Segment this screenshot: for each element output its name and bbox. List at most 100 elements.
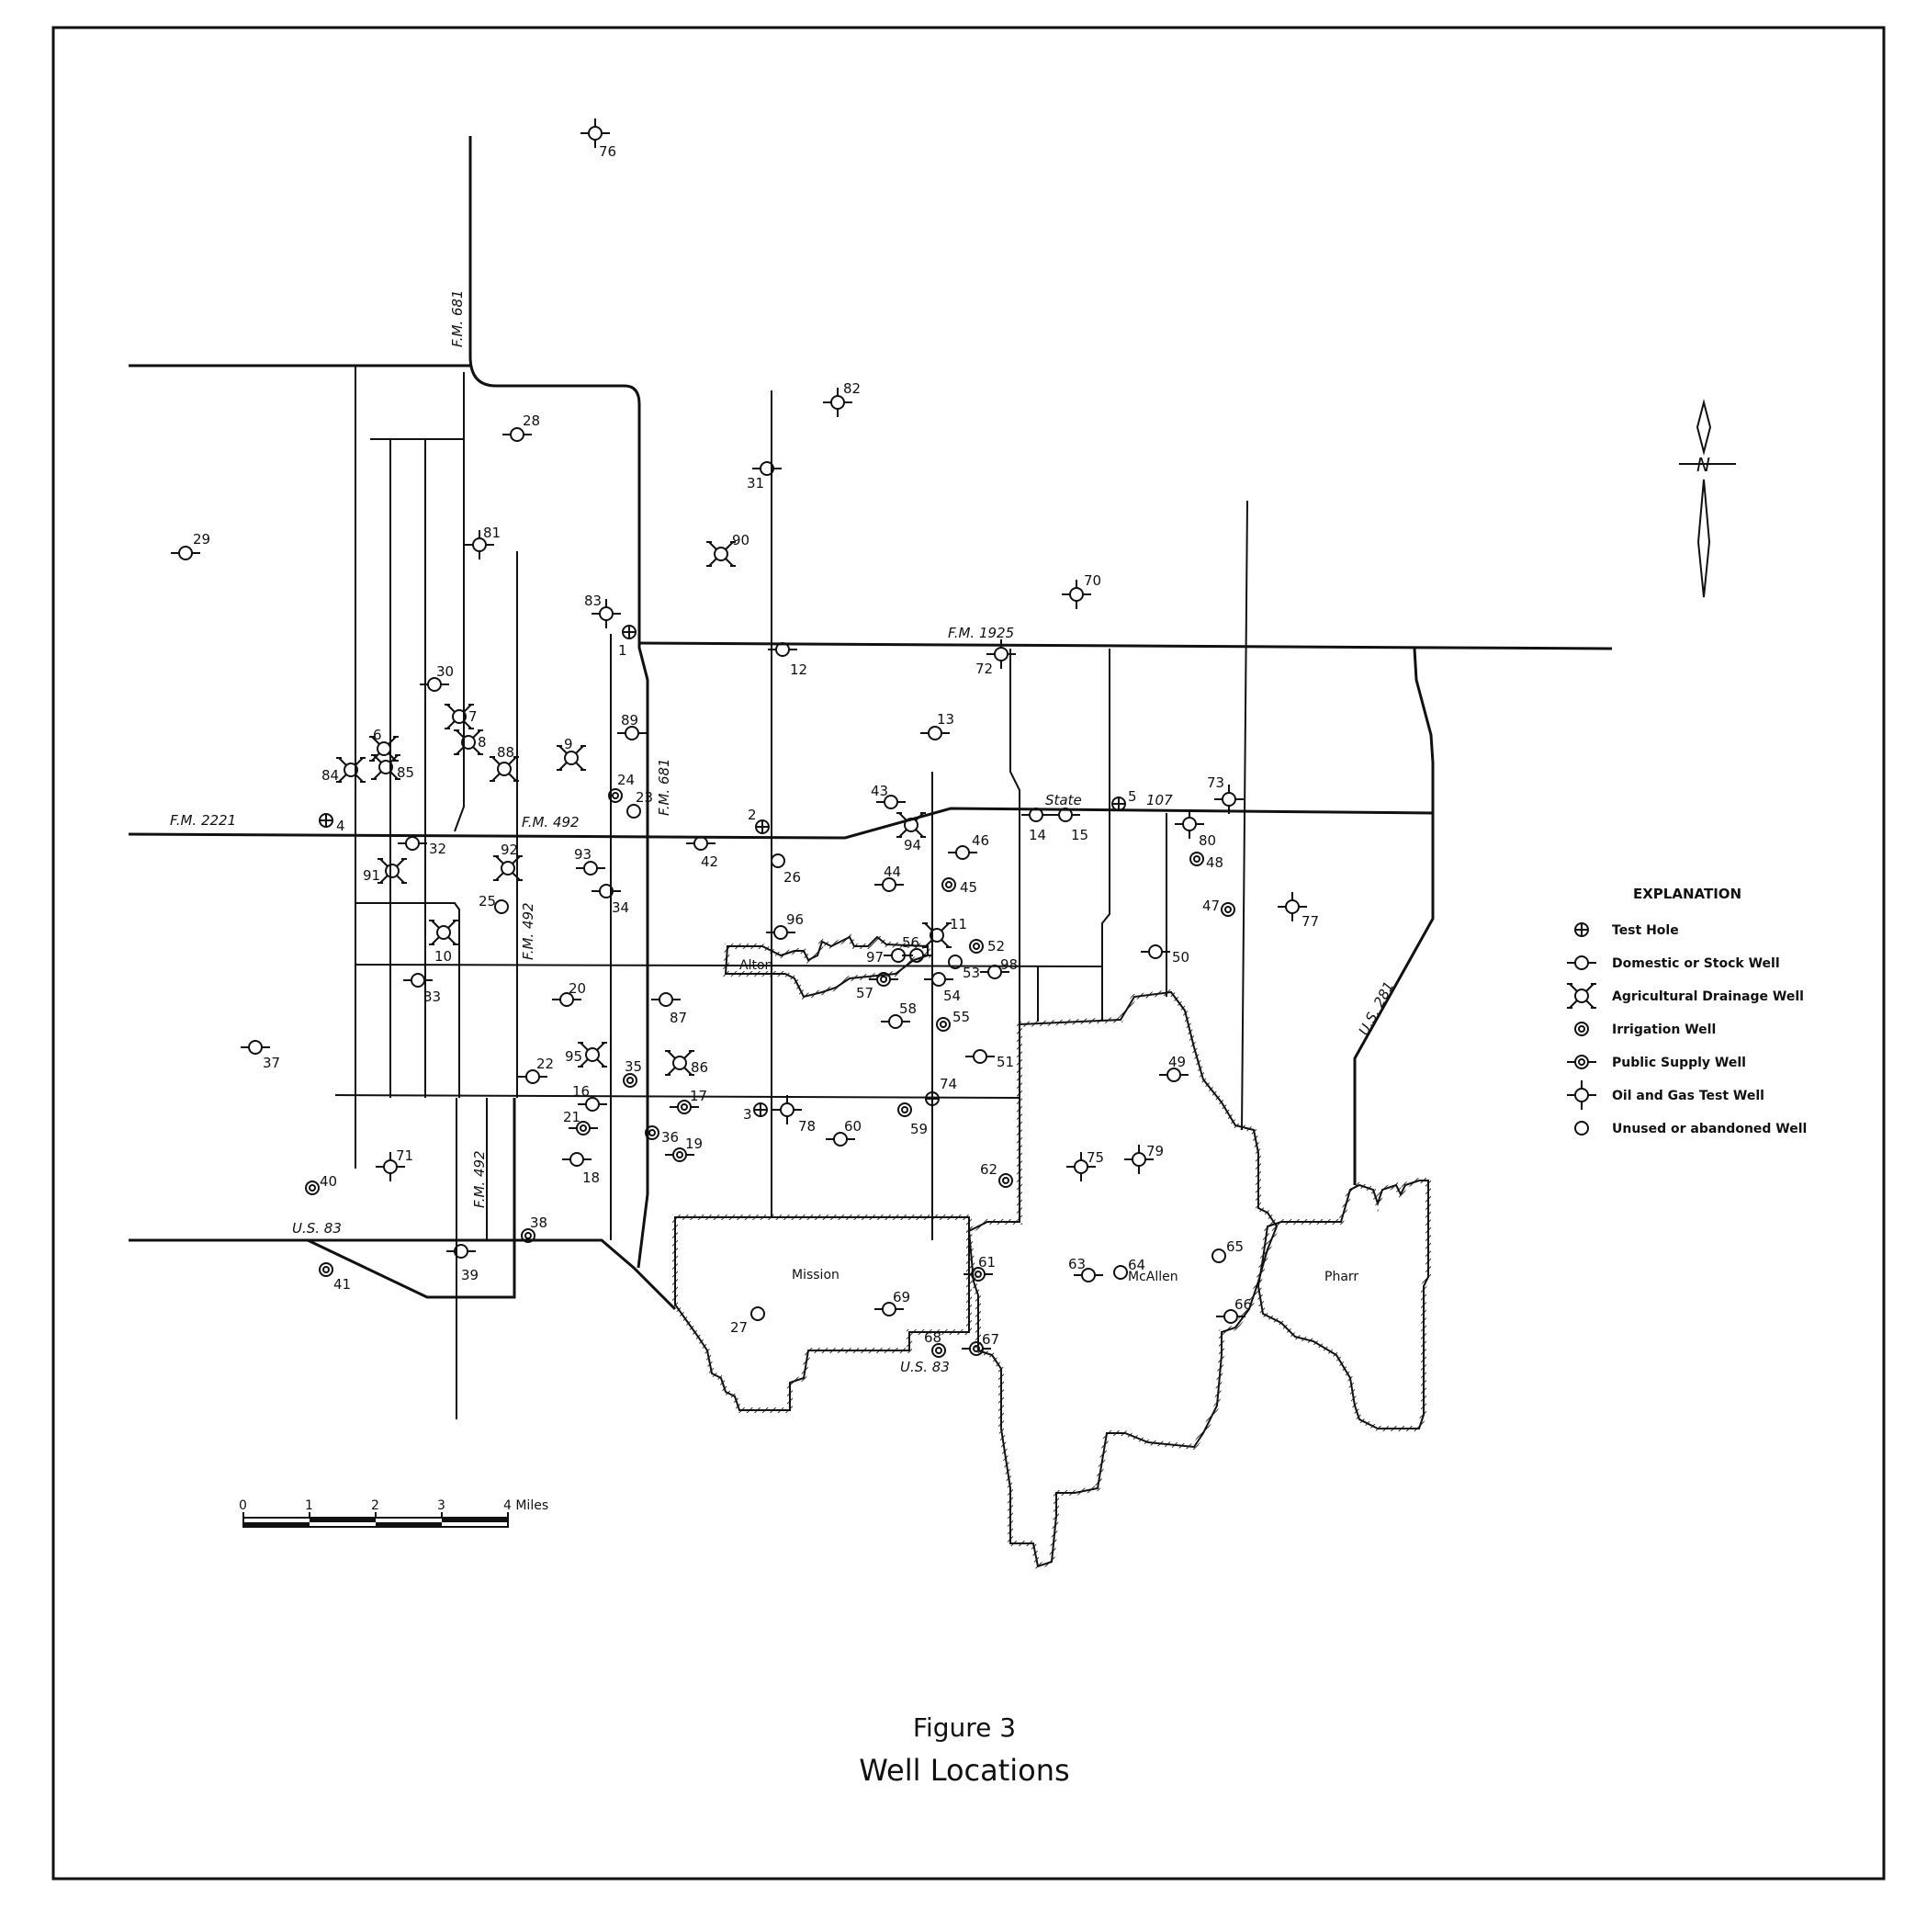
well-42[interactable]: 42: [686, 836, 718, 870]
well-38[interactable]: 38: [521, 1215, 547, 1243]
well-62[interactable]: 62: [980, 1161, 1013, 1188]
well-93[interactable]: 93: [574, 846, 605, 876]
well-32[interactable]: 32: [398, 836, 446, 857]
well-66[interactable]: 66: [1216, 1296, 1252, 1324]
well-65[interactable]: 65: [1211, 1238, 1244, 1263]
well-17[interactable]: 17: [670, 1088, 707, 1114]
well-50[interactable]: 50: [1141, 944, 1189, 966]
well-60[interactable]: 60: [826, 1118, 862, 1147]
well-2[interactable]: 2: [748, 807, 770, 834]
well-80[interactable]: 80: [1175, 809, 1216, 849]
well-70[interactable]: 70: [1062, 572, 1101, 609]
well-41[interactable]: 41: [319, 1262, 351, 1293]
well-90[interactable]: 90: [706, 532, 749, 567]
well-29[interactable]: 29: [171, 531, 210, 560]
well-27[interactable]: 27: [730, 1306, 765, 1336]
well-98[interactable]: 98: [980, 956, 1018, 979]
well-61[interactable]: 61: [964, 1254, 996, 1282]
well-31[interactable]: 31: [747, 461, 782, 491]
well-18[interactable]: 18: [562, 1152, 600, 1186]
well-25[interactable]: 25: [479, 893, 509, 914]
well-5[interactable]: 5: [1111, 788, 1137, 811]
well-4[interactable]: 4: [319, 813, 345, 834]
well-91[interactable]: 91: [363, 858, 407, 884]
well-20[interactable]: 20: [552, 980, 586, 1007]
well-77[interactable]: 77: [1278, 892, 1319, 930]
well-85[interactable]: 85: [371, 754, 414, 781]
well-39[interactable]: 39: [446, 1244, 479, 1283]
well-72[interactable]: 72: [975, 639, 1016, 677]
well-10[interactable]: 10: [429, 920, 458, 965]
well-53[interactable]: 53: [948, 955, 980, 981]
well-22[interactable]: 22: [518, 1056, 554, 1084]
well-51[interactable]: 51: [965, 1049, 1014, 1070]
well-9[interactable]: 9: [557, 736, 586, 771]
well-30[interactable]: 30: [420, 663, 454, 692]
well-44[interactable]: 44: [874, 864, 904, 892]
well-46[interactable]: 46: [948, 832, 989, 860]
well-97[interactable]: 97: [866, 948, 913, 966]
well-15[interactable]: 15: [1051, 808, 1088, 843]
well-36[interactable]: 36: [645, 1125, 679, 1146]
well-24[interactable]: 24: [608, 772, 635, 803]
well-87[interactable]: 87: [651, 992, 687, 1026]
well-49[interactable]: 49: [1159, 1054, 1189, 1082]
well-54[interactable]: 54: [924, 972, 961, 1004]
well-21[interactable]: 21: [563, 1109, 598, 1135]
well-75[interactable]: 75: [1066, 1149, 1104, 1181]
well-83[interactable]: 83: [584, 593, 621, 628]
well-63[interactable]: 63: [1068, 1256, 1103, 1282]
well-34[interactable]: 34: [592, 884, 629, 916]
well-23[interactable]: 23: [626, 789, 653, 819]
well-35[interactable]: 35: [623, 1058, 642, 1088]
domestic-well-icon: [876, 795, 906, 809]
well-67[interactable]: 67: [962, 1331, 999, 1356]
well-28[interactable]: 28: [502, 412, 540, 442]
well-59[interactable]: 59: [897, 1102, 928, 1137]
well-55[interactable]: 55: [936, 1009, 970, 1032]
well-88[interactable]: 88: [490, 744, 519, 782]
well-82[interactable]: 82: [823, 380, 861, 417]
well-81[interactable]: 81: [465, 525, 501, 559]
well-74[interactable]: 74: [925, 1076, 957, 1106]
well-52[interactable]: 52: [969, 938, 1005, 955]
well-69[interactable]: 69: [874, 1289, 910, 1316]
well-57[interactable]: 57: [856, 972, 898, 1001]
well-89[interactable]: 89: [617, 712, 647, 740]
well-84[interactable]: 84: [321, 757, 366, 784]
well-label: 56: [902, 934, 919, 951]
well-92[interactable]: 92: [493, 842, 523, 881]
drainage-well-icon: [578, 1042, 607, 1068]
well-45[interactable]: 45: [941, 877, 977, 896]
well-7[interactable]: 7: [445, 704, 478, 729]
well-19[interactable]: 19: [665, 1135, 703, 1162]
well-95[interactable]: 95: [565, 1042, 607, 1068]
well-26[interactable]: 26: [771, 853, 801, 886]
well-3[interactable]: 3: [743, 1102, 768, 1123]
well-76[interactable]: 76: [580, 119, 616, 160]
well-71[interactable]: 71: [376, 1147, 413, 1181]
well-47[interactable]: 47: [1202, 898, 1235, 917]
well-48[interactable]: 48: [1189, 852, 1223, 871]
well-40[interactable]: 40: [305, 1173, 337, 1195]
well-8[interactable]: 8: [454, 729, 487, 755]
well-12[interactable]: 12: [768, 642, 807, 678]
well-1[interactable]: 1: [618, 625, 637, 659]
well-68[interactable]: 68: [924, 1329, 946, 1358]
well-11[interactable]: 11: [922, 916, 967, 948]
well-79[interactable]: 79: [1124, 1143, 1164, 1174]
well-13[interactable]: 13: [920, 711, 954, 740]
well-33[interactable]: 33: [403, 973, 441, 1005]
well-37[interactable]: 37: [241, 1040, 280, 1071]
well-96[interactable]: 96: [766, 911, 804, 940]
well-6[interactable]: 6: [369, 727, 399, 762]
well-58[interactable]: 58: [881, 1000, 917, 1029]
well-94[interactable]: 94: [896, 812, 926, 853]
well-14[interactable]: 14: [1021, 808, 1051, 843]
well-64[interactable]: 64: [1113, 1257, 1145, 1280]
well-43[interactable]: 43: [871, 783, 906, 809]
well-73[interactable]: 73: [1207, 774, 1244, 814]
well-86[interactable]: 86: [665, 1050, 708, 1076]
well-78[interactable]: 78: [772, 1095, 816, 1135]
well-16[interactable]: 16: [572, 1083, 607, 1112]
